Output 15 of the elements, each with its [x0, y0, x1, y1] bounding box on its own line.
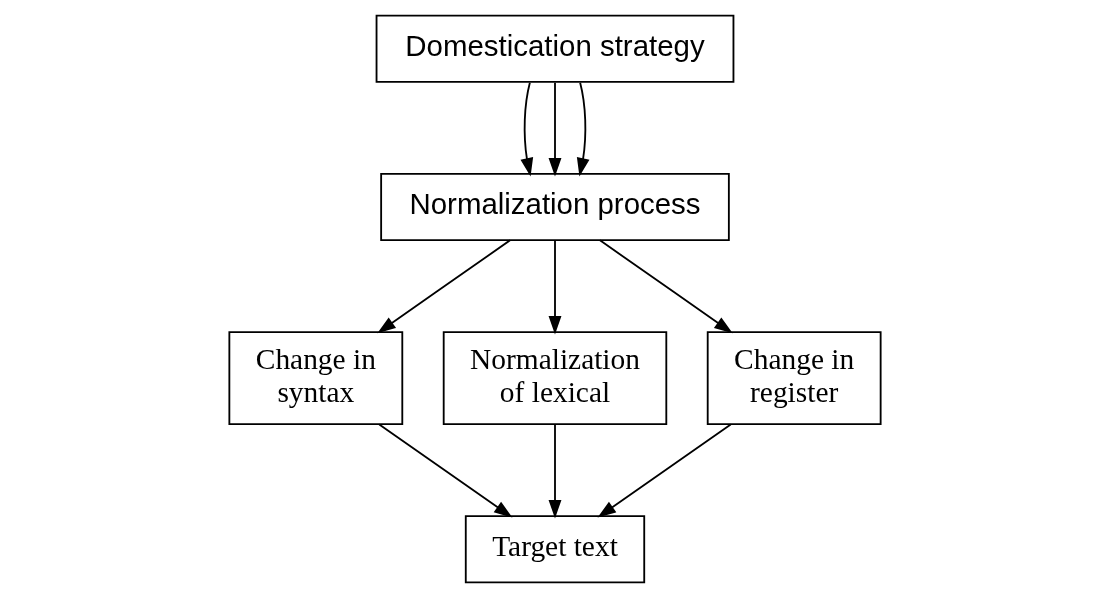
node-box: Change in register	[706, 331, 882, 426]
arrow	[548, 239, 562, 335]
arrow	[599, 239, 733, 334]
node-box: Change in syntax	[228, 331, 404, 426]
node-box: Domestication strategy	[375, 14, 735, 83]
arrow	[548, 423, 562, 519]
node-box: Normalization of lexical	[442, 331, 668, 426]
arrow	[377, 239, 511, 334]
arrow	[597, 423, 732, 518]
node-box: Target text	[464, 515, 646, 584]
node-box: Normalization process	[380, 173, 730, 242]
arrow	[378, 423, 513, 518]
arrow	[520, 81, 534, 177]
arrow	[548, 81, 562, 177]
arrow	[576, 81, 590, 177]
